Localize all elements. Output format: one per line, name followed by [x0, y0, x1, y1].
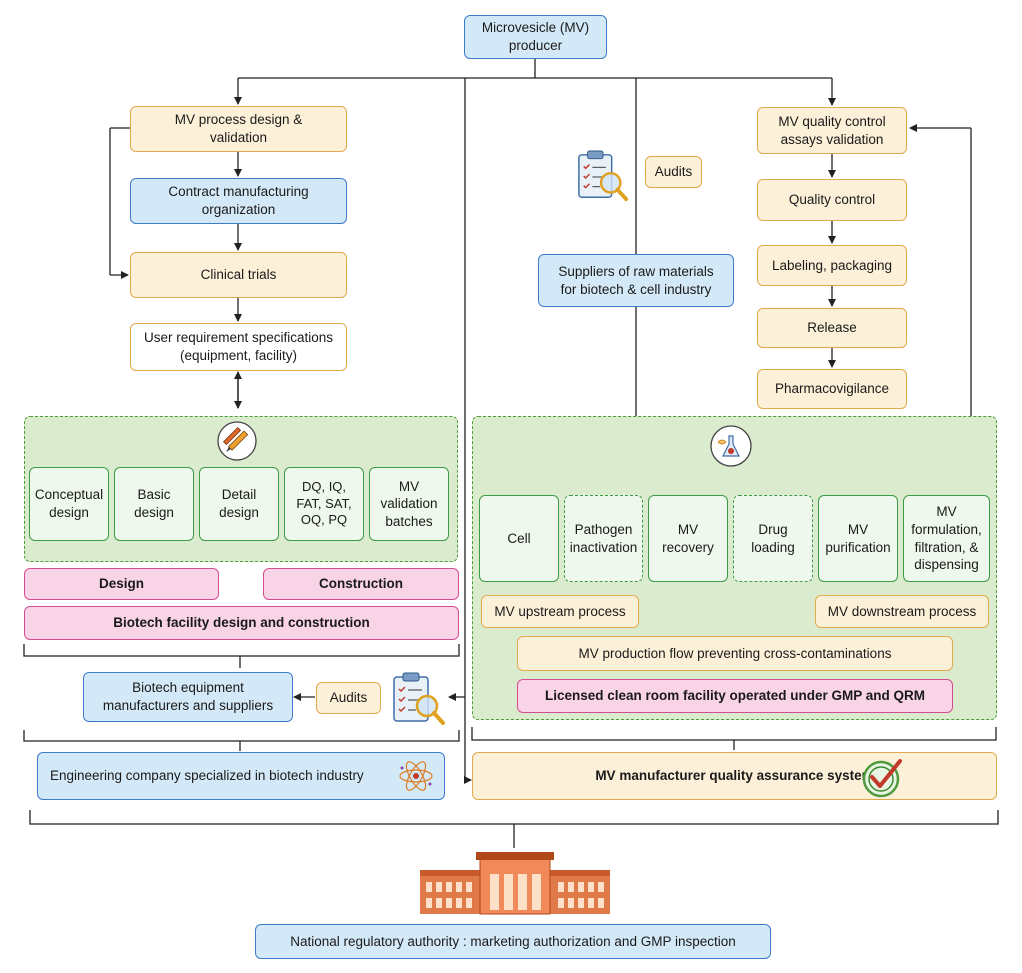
right-step-1: Cell	[479, 495, 559, 582]
left-audits-box: Audits	[316, 682, 381, 714]
engineering-box: Engineering company specialized in biote…	[37, 752, 445, 800]
downstream-box: MV downstream process	[815, 595, 989, 628]
quality-control-box: Quality control	[757, 179, 907, 221]
clinical-trials-box: Clinical trials	[130, 252, 347, 298]
suppliers-box: Suppliers of raw materials for biotech &…	[538, 254, 734, 307]
right-step-3: MV recovery	[648, 495, 728, 582]
design-label: Design	[24, 568, 219, 600]
clipboard-magnifier-icon	[390, 672, 448, 728]
right-step-6: MV formulation, filtration, & dispensing	[903, 495, 990, 582]
labeling-box: Labeling, packaging	[757, 245, 907, 286]
left-step-3: Detail design	[199, 467, 279, 541]
facility-label: Biotech facility design and construction	[24, 606, 459, 640]
right-step-2: Pathogen inactivation	[564, 495, 643, 582]
checkmark-badge-icon	[860, 755, 906, 799]
process-design-box: MV process design & validation	[130, 106, 347, 152]
clipboard-magnifier-icon	[574, 150, 632, 204]
qa-system-box: MV manufacturer quality assurance system	[472, 752, 997, 800]
pencil-ruler-icon	[216, 420, 258, 462]
atom-icon	[397, 758, 435, 794]
right-step-5: MV purification	[818, 495, 898, 582]
qc-validation-box: MV quality control assays validation	[757, 107, 907, 154]
left-step-2: Basic design	[114, 467, 194, 541]
release-box: Release	[757, 308, 907, 348]
cmo-box: Contract manufacturing organization	[130, 178, 347, 224]
cell-flask-icon	[709, 424, 753, 468]
middle-audits-box: Audits	[645, 156, 702, 188]
equipment-box: Biotech equipment manufacturers and supp…	[83, 672, 293, 722]
construction-label: Construction	[263, 568, 459, 600]
upstream-box: MV upstream process	[481, 595, 639, 628]
authority-box: National regulatory authority : marketin…	[255, 924, 771, 959]
left-step-1: Conceptual design	[29, 467, 109, 541]
left-step-4: DQ, IQ, FAT, SAT, OQ, PQ	[284, 467, 364, 541]
producer-box: Microvesicle (MV) producer	[464, 15, 607, 59]
production-flow-box: MV production flow preventing cross-cont…	[517, 636, 953, 671]
left-step-5: MV validation batches	[369, 467, 449, 541]
licensed-facility-box: Licensed clean room facility operated un…	[517, 679, 953, 713]
right-step-4: Drug loading	[733, 495, 813, 582]
urs-box: User requirement specifications (equipme…	[130, 323, 347, 371]
pharmacovigilance-box: Pharmacovigilance	[757, 369, 907, 409]
government-building-icon	[420, 852, 610, 916]
